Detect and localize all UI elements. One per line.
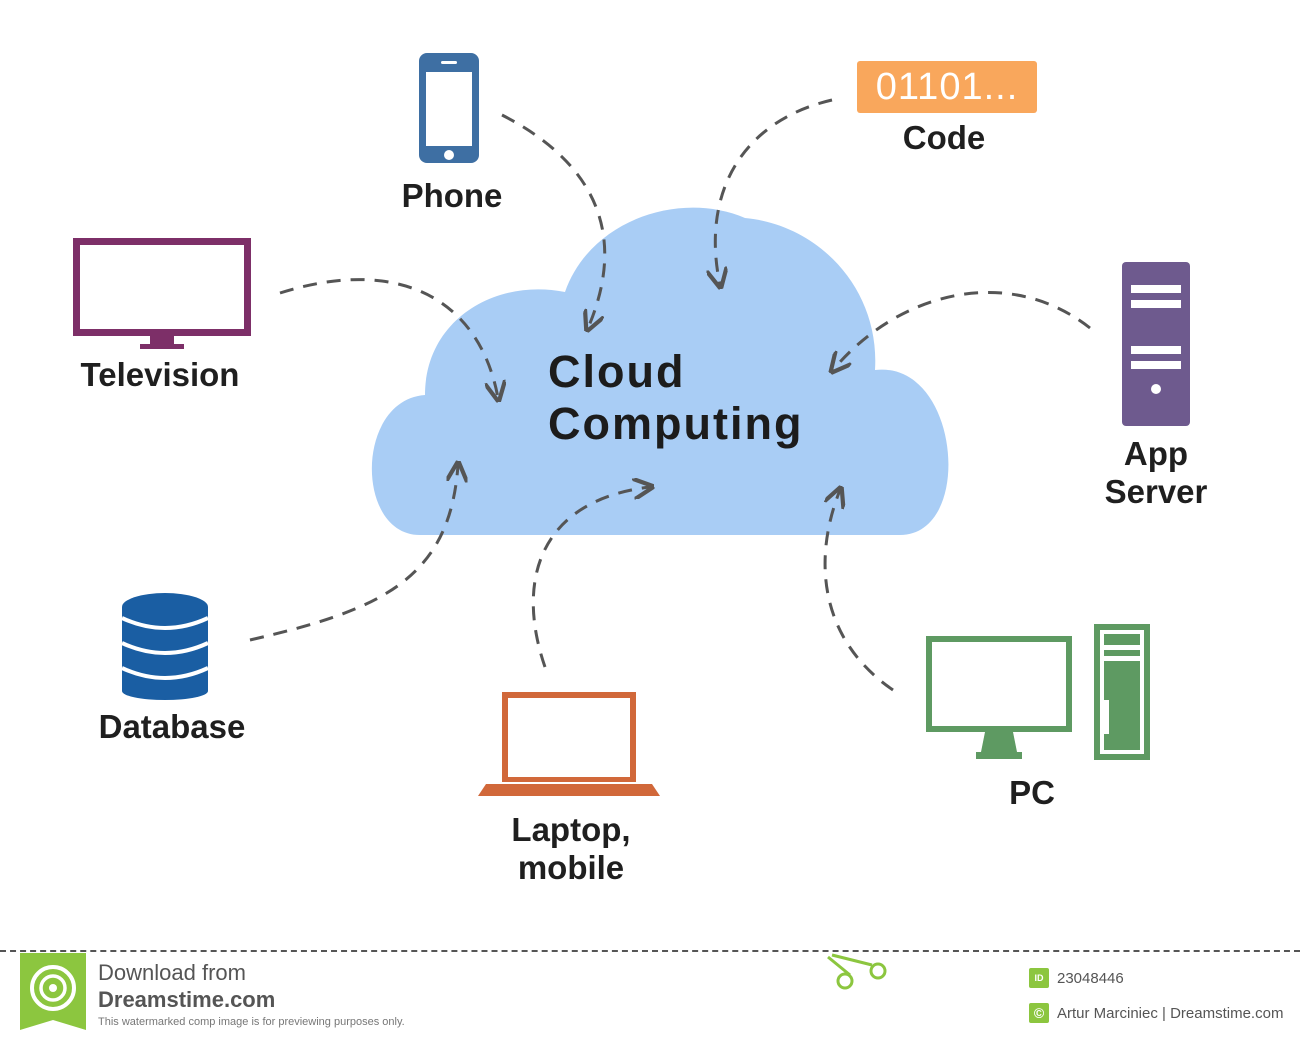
footer-id-tag: ID xyxy=(1029,968,1049,988)
footer-watermark-note: This watermarked comp image is for previ… xyxy=(98,1016,405,1028)
code-label: Code xyxy=(902,119,986,156)
cloud-label-line2: Computing xyxy=(548,398,804,449)
arrow-database-to-cloud xyxy=(249,465,458,642)
arrow-code-to-cloud xyxy=(715,98,833,285)
footer-image-id: 23048446 xyxy=(1057,970,1124,987)
cloud-shape xyxy=(371,207,949,535)
phone-icon xyxy=(419,53,479,163)
laptop-icon xyxy=(478,692,660,796)
footer-download-text: Download from xyxy=(98,960,246,985)
cloud-label-line1: Cloud xyxy=(548,346,686,397)
database-label: Database xyxy=(98,708,246,745)
footer-brand-link[interactable]: Dreamstime.com xyxy=(98,987,276,1012)
footer-copyright-tag: © xyxy=(1029,1003,1049,1023)
pc-label: PC xyxy=(1009,774,1055,811)
arrow-server-to-cloud xyxy=(833,290,1091,370)
footer-credit: Artur Marciniec | Dreamstime.com xyxy=(1057,1005,1284,1022)
code-badge: 01101... xyxy=(857,61,1037,113)
arrow-phone-to-cloud xyxy=(501,113,607,328)
desktop-pc-icon xyxy=(926,624,1150,760)
arrow-television-to-cloud xyxy=(279,278,498,398)
app-server-label-line2: Server xyxy=(1104,473,1208,510)
connector-arrows xyxy=(249,98,1091,692)
arrow-laptop-to-cloud xyxy=(531,487,650,668)
app-server-label-line1: App xyxy=(1123,435,1189,472)
laptop-label-line1: Laptop, xyxy=(511,811,631,848)
cloud-computing-label: Cloud Computing xyxy=(548,346,803,450)
scissors-icon xyxy=(827,953,887,990)
television-icon xyxy=(73,238,251,349)
app-server-label: App Server xyxy=(1086,435,1226,511)
television-label: Television xyxy=(80,356,240,393)
laptop-label: Laptop, mobile xyxy=(491,811,651,887)
laptop-label-line2: mobile xyxy=(517,849,625,886)
database-icon xyxy=(121,593,209,700)
dreamstime-logo-icon xyxy=(20,953,86,1030)
phone-label: Phone xyxy=(401,177,503,214)
server-icon xyxy=(1122,262,1190,426)
arrow-pc-to-cloud xyxy=(823,490,894,692)
footer-divider xyxy=(0,950,1300,952)
